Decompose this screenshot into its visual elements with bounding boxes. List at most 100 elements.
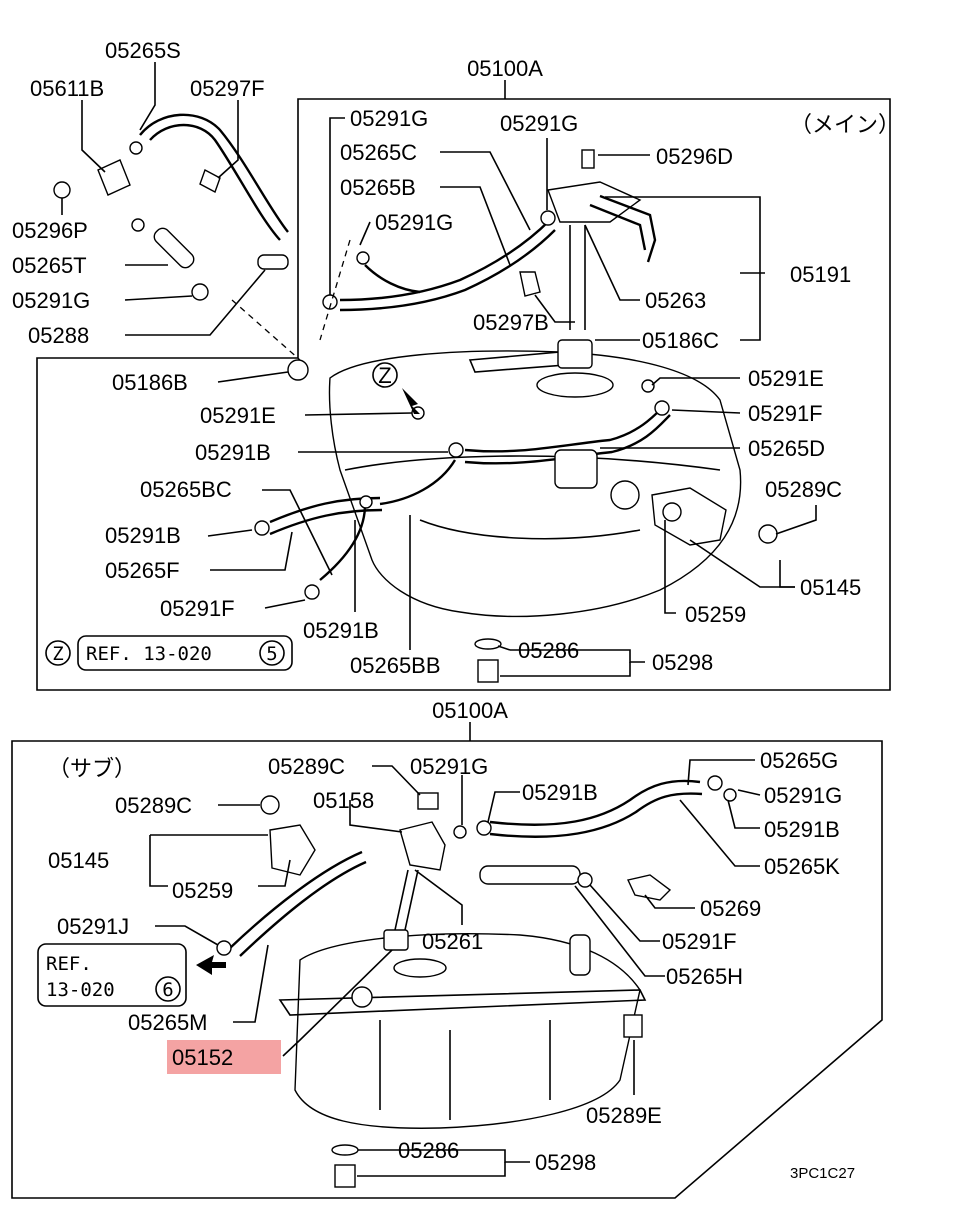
tank-contour <box>419 519 641 540</box>
pump-cover-plate <box>547 181 642 223</box>
hose-05265h <box>479 865 581 885</box>
joint-05611b <box>97 159 131 196</box>
clamp-05291b-sub-2 <box>723 788 737 802</box>
label-05296p: 05296P <box>12 218 88 243</box>
label-05291j: 05291J <box>57 914 129 939</box>
label-05298: 05298 <box>652 650 713 675</box>
main-leader-lines <box>61 62 817 677</box>
ref-sub-line2: 13-020 <box>46 979 115 1001</box>
label-05298-sub: 05298 <box>535 1150 596 1175</box>
pump-fuel-line-a <box>599 194 657 263</box>
label-05291b-a: 05291B <box>195 440 271 465</box>
label-05265f: 05265F <box>105 558 180 583</box>
ref-box-sub[interactable]: REF. 13-020 6 <box>37 943 187 1007</box>
grommet-05289c-sub <box>260 795 280 815</box>
label-05265k: 05265K <box>764 854 840 879</box>
clamp-05291g-sub-1 <box>453 825 467 839</box>
clip-05297f <box>199 169 221 193</box>
highlight-05152 <box>167 1040 281 1074</box>
label-05291g-b: 05291G <box>350 106 428 131</box>
label-05289c-a: 05289C <box>268 754 345 779</box>
label-05158: 05158 <box>313 788 374 813</box>
sub-fuel-tank <box>294 933 641 1129</box>
label-05291e-a: 05291E <box>200 403 276 428</box>
sub-section-frame <box>11 740 883 1199</box>
clamp-upper-1 <box>129 141 143 155</box>
label-05265h: 05265H <box>666 964 743 989</box>
hose-05265s-outline <box>149 123 281 241</box>
label-05265bc: 05265BC <box>140 477 232 502</box>
hose-05265d <box>464 404 666 453</box>
hose-05265m-outline <box>239 860 367 957</box>
label-05296d: 05296D <box>656 144 733 169</box>
label-05265d: 05265D <box>748 436 825 461</box>
sender-opening <box>393 958 447 978</box>
clamp-upper-2 <box>131 218 145 232</box>
label-05265bb: 05265BB <box>350 653 441 678</box>
label-05265b: 05265B <box>340 175 416 200</box>
label-05291f-sub: 05291F <box>662 929 737 954</box>
label-05265t: 05265T <box>12 253 87 278</box>
grommet-05289c <box>758 524 778 544</box>
label-05291b-c: 05291B <box>303 618 379 643</box>
label-05186c: 05186C <box>642 328 719 353</box>
label-05291b-b-sub: 05291B <box>764 817 840 842</box>
pump-fuel-line-b <box>589 203 647 251</box>
hose-05265b <box>364 264 421 294</box>
clamp-05291g-sub-2 <box>707 775 723 791</box>
label-05291g-d: 05291G <box>375 210 453 235</box>
hose-05265g <box>489 779 701 826</box>
ref-sub-line1: REF. <box>46 953 92 975</box>
pipe-05288 <box>257 254 289 270</box>
clamp-05291g-4 <box>191 283 209 301</box>
clamp-05291g-3 <box>356 251 370 265</box>
clip-05297b <box>519 271 541 297</box>
main-tank-section: 05100A （メイン） <box>12 38 900 691</box>
phantom-line-2 <box>319 239 351 341</box>
sub-leader-lines <box>149 759 761 1177</box>
hose-05265c-outline <box>339 229 556 312</box>
main-fuel-tank <box>328 350 742 618</box>
label-05289c-b: 05289C <box>115 793 192 818</box>
joint-05269 <box>626 874 672 901</box>
label-05297b: 05297B <box>473 310 549 335</box>
pump-flange <box>536 372 614 398</box>
clamp-05291b-2 <box>254 520 270 536</box>
tank-mounting-flange <box>278 989 647 1016</box>
label-05152: 05152 <box>172 1045 233 1070</box>
valve-05186b <box>287 359 309 381</box>
sender-unit-05152 <box>383 929 409 951</box>
label-05291g-a: 05291G <box>12 288 90 313</box>
clamp-05291e-2 <box>641 379 655 393</box>
hose-05265s <box>139 113 289 233</box>
diagram-code: 3PC1C27 <box>790 1165 855 1182</box>
gasket-05259 <box>662 502 682 522</box>
bolt-05296d <box>581 149 595 169</box>
caption-sub: （サブ） <box>48 756 136 781</box>
label-05291b-b: 05291B <box>105 523 181 548</box>
label-05286: 05286 <box>518 638 579 663</box>
bolt-05298-sub <box>334 1164 356 1188</box>
hose-05265d-outline <box>464 414 671 465</box>
clamp-05291j <box>216 940 232 956</box>
grommet-05289c-sub-b <box>417 792 439 810</box>
ref-arrow-icon <box>196 955 226 975</box>
clamp-05291f-1 <box>654 400 670 416</box>
bolt-05298 <box>477 659 499 683</box>
bolt-05296p <box>53 181 71 199</box>
label-05289e: 05289E <box>586 1103 662 1128</box>
clamp-05291b-sub-1 <box>476 820 492 836</box>
label-05145: 05145 <box>800 575 861 600</box>
ref-num-circle <box>259 640 285 666</box>
hose-05265bc <box>319 504 367 581</box>
label-05611b: 05611B <box>30 76 104 101</box>
label-05259-sub: 05259 <box>172 878 233 903</box>
label-05291g-b-sub: 05291G <box>764 783 842 808</box>
ref-z-letter: Z <box>52 643 63 665</box>
tank-seam <box>344 455 721 471</box>
ref-z-circle <box>45 640 71 666</box>
ref-box-main[interactable]: Z REF. 13-020 5 <box>45 635 293 671</box>
label-05291f-b: 05291F <box>160 596 235 621</box>
hose-05265m <box>229 850 363 949</box>
